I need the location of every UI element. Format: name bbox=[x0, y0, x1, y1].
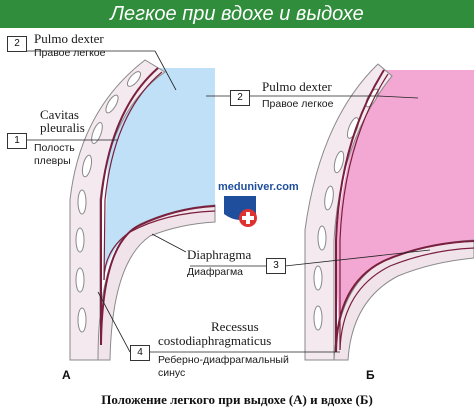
label-russian-sinus: синус bbox=[158, 367, 186, 379]
meduniver-logo bbox=[224, 196, 257, 227]
label-number-2b: 2 bbox=[230, 90, 250, 106]
panel-letter-b: Б bbox=[366, 368, 375, 382]
label-latin-costodiaphragmaticus: costodiaphragmaticus bbox=[158, 333, 272, 348]
label-russian-pravoe-legkoe-b: Правое легкое bbox=[262, 98, 334, 110]
diaphragm-b bbox=[333, 239, 474, 361]
label-russian-polost: Полость bbox=[34, 142, 75, 154]
label-russian-diafragma: Диафрагма bbox=[187, 266, 244, 278]
lung-expiration bbox=[104, 68, 215, 280]
panel-letter-a: А bbox=[62, 368, 71, 382]
watermark-text: meduniver.com bbox=[218, 181, 299, 193]
label-russian-pravoe-legkoe-a: Правое легкое bbox=[34, 47, 106, 59]
label-russian-reberno: Реберно-диафрагмальный bbox=[158, 354, 289, 366]
label-number-4: 4 bbox=[130, 345, 150, 361]
label-number-1: 1 bbox=[7, 133, 27, 149]
label-latin-pulmo-dexter-b: Pulmo dexter bbox=[262, 79, 332, 94]
panel-a-illustration bbox=[69, 59, 216, 361]
title-bar: Легкое при вдохе и выдохе bbox=[0, 0, 474, 28]
label-number-2a: 2 bbox=[7, 36, 27, 52]
label-latin-pleuralis: pleuralis bbox=[40, 120, 85, 135]
label-latin-cavitas: Cavitas bbox=[40, 107, 79, 122]
page-title: Легкое при вдохе и выдохе bbox=[110, 3, 364, 25]
label-latin-diaphragma: Diaphragma bbox=[187, 247, 252, 262]
label-number-3: 3 bbox=[266, 258, 286, 274]
label-latin-recessus: Recessus bbox=[211, 319, 259, 334]
label-russian-plevry: плевры bbox=[34, 155, 71, 167]
figure-caption: Положение легкого при выдохе (А) и вдохе… bbox=[101, 392, 373, 407]
label-latin-pulmo-dexter-a: Pulmo dexter bbox=[34, 31, 104, 46]
